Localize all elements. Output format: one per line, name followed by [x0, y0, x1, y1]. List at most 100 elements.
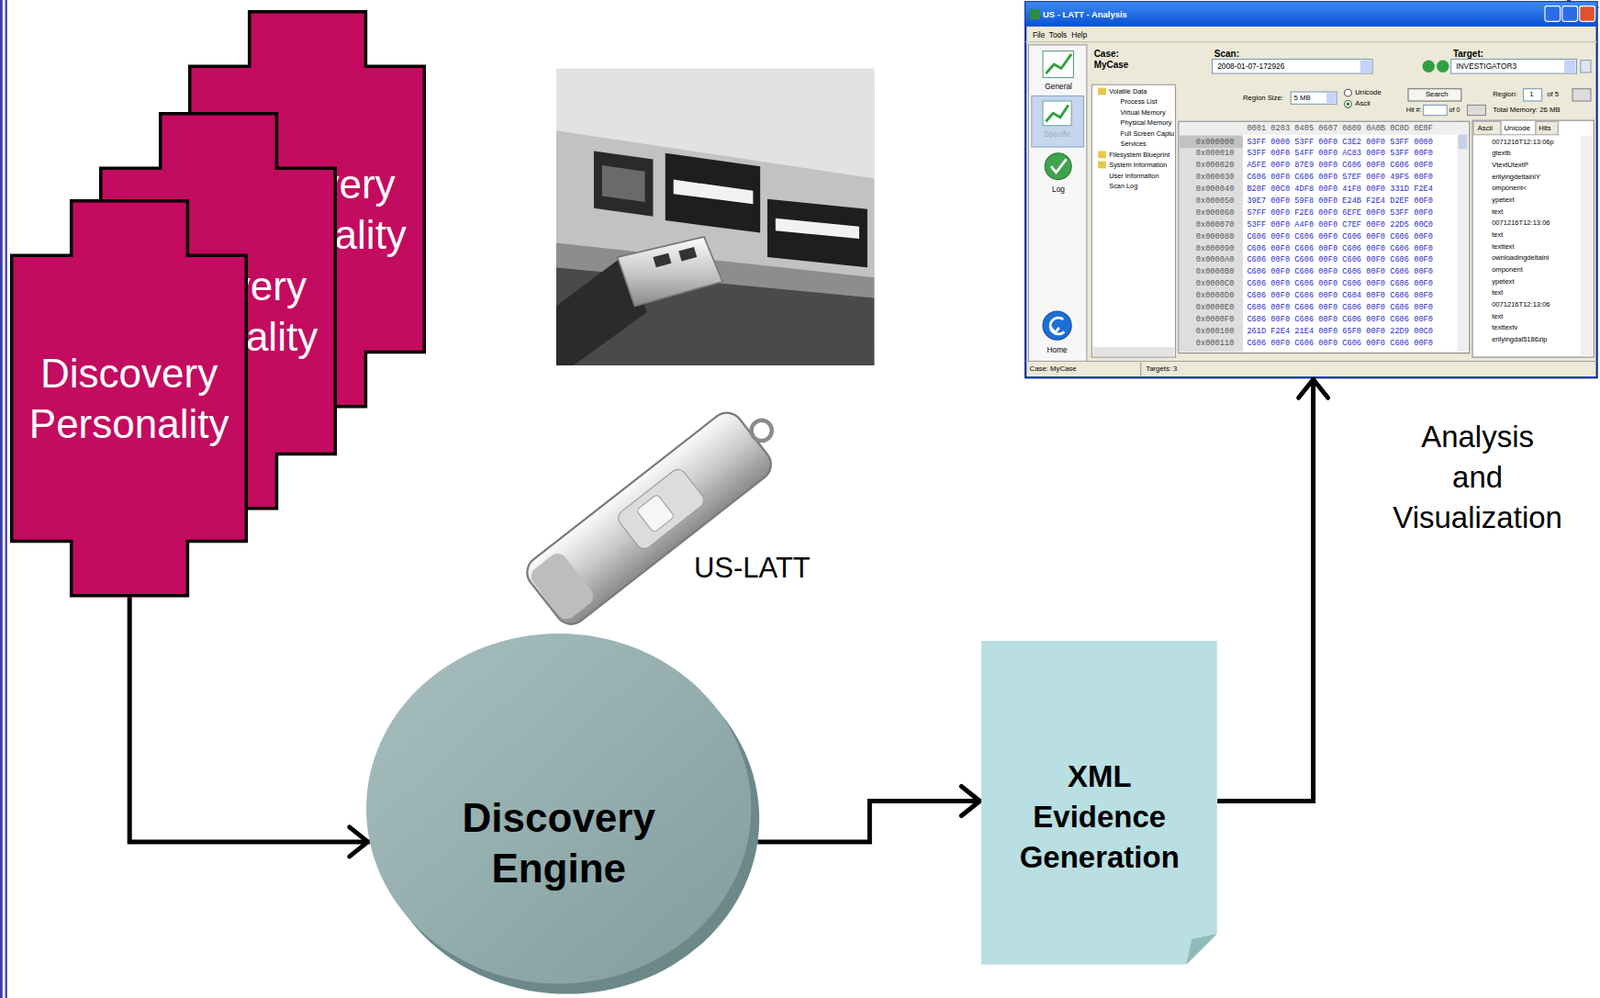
analysis-window-screenshot-part — [1422, 60, 1435, 73]
text-slot: Specific — [1043, 129, 1071, 137]
screen-text: System Information — [1108, 162, 1167, 169]
screen-text: 0x0000D0 — [1196, 291, 1235, 301]
analysis-window-screenshot-part — [1045, 54, 1072, 74]
text-slot: 53FF 00F0 54FF 00F0 AC83 00F0 53FF 00F0 — [1246, 149, 1433, 158]
screen-text: Tools — [1049, 31, 1067, 39]
connector-arrow — [129, 596, 370, 842]
analysis-window-screenshot-part — [1093, 346, 1175, 357]
document-fold — [1186, 933, 1218, 964]
screen-text: texttext — [1491, 243, 1514, 251]
text-slot: Volatile Data — [1108, 88, 1147, 95]
text-slot: 0071216T12:13:06 — [1491, 301, 1550, 309]
screen-text: C606 00F0 C606 00F0 C606 00F0 C606 00F0 — [1246, 244, 1433, 253]
screen-text: gtextb — [1491, 149, 1511, 157]
screen-text: Region Size: — [1242, 94, 1284, 102]
text-box: XML Evidence Generation — [993, 670, 1206, 965]
text-slot: 57FF 00F0 F2E6 00F0 6EFE 00F0 53FF 00F0 — [1246, 209, 1433, 218]
screen-text: 1 — [1529, 90, 1533, 99]
text-slot: text — [1491, 208, 1503, 216]
text-slot: Total Memory: 26 MB — [1492, 106, 1560, 114]
text-slot: 0x000000 — [1196, 137, 1235, 146]
text-slot: 0x000100 — [1196, 326, 1235, 336]
screen-text: text — [1491, 313, 1503, 321]
screen-text: Targets: 3 — [1145, 366, 1177, 374]
usb-flash-drive — [520, 393, 794, 631]
text-slot: File — [1032, 31, 1045, 39]
screen-text: Filesystem Blueprint — [1108, 151, 1170, 158]
screen-text: File — [1032, 31, 1045, 39]
text-slot: Full Screen Captu — [1120, 130, 1175, 137]
text-slot: Scan Log — [1108, 182, 1138, 190]
page-border — [0, 0, 8, 998]
text-slot: Process List — [1120, 99, 1158, 106]
text-slot: 0x000070 — [1196, 220, 1235, 229]
screen-text: 0x0000B0 — [1196, 268, 1235, 277]
screen-text: Volatile Data — [1108, 88, 1147, 95]
screen-text: Case: — [1094, 49, 1119, 59]
text-slot: C606 00F0 C606 00F0 C606 00F0 C606 00F0 — [1246, 232, 1433, 241]
screen-text: INVESTIGATOR3 — [1455, 62, 1517, 70]
usb-port-photo-part — [665, 153, 761, 234]
screen-text: 0x0000A0 — [1196, 256, 1235, 265]
screen-text: 0071216T12:13:06 — [1491, 301, 1550, 309]
screen-text: 0x0000C0 — [1196, 279, 1235, 289]
screen-text: text — [1491, 231, 1503, 239]
text-slot: INVESTIGATOR3 — [1455, 62, 1517, 70]
screen-text: of 0 — [1448, 106, 1460, 113]
text-slot: C606 00F0 C606 00F0 C606 00F0 C606 00F0 — [1246, 268, 1433, 277]
analysis-window-screenshot-part — [1042, 51, 1074, 79]
text-slot: 0x000110 — [1196, 338, 1235, 347]
text-slot: Services — [1120, 141, 1147, 148]
text-slot: C606 00F0 C606 00F0 C606 00F0 C606 00F0 — [1246, 303, 1433, 313]
text-slot: Hit #: — [1406, 106, 1422, 113]
connector-arrow — [757, 801, 982, 842]
text-slot: 53FF 0000 53FF 00F0 C3E2 00F0 53FF 0000 — [1246, 137, 1433, 146]
usb-port-photo-part — [652, 253, 672, 269]
screen-text: Ascii — [1354, 100, 1370, 108]
analysis-window-screenshot-part — [1097, 150, 1107, 158]
text-slot: Filesystem Blueprint — [1108, 151, 1170, 158]
analysis-window-screenshot-part — [1344, 100, 1353, 108]
screen-text: Virtual Memory — [1120, 109, 1166, 116]
analysis-window-screenshot-part — [1564, 60, 1576, 73]
text-slot: 53FF 00F0 A4F0 00F0 C7EF 00F0 22D5 00C0 — [1246, 220, 1433, 229]
text-slot: Target: — [1453, 49, 1484, 59]
usb-flash-drive-part-part — [636, 493, 675, 533]
screen-text: ownloadingdeltaini — [1491, 254, 1549, 262]
document-page — [981, 640, 1218, 964]
analysis-window-screenshot-part — [1344, 89, 1353, 97]
text-slot: Scan: — [1214, 49, 1240, 59]
screen-text: 5 MB — [1294, 94, 1311, 102]
analysis-window-screenshot-part — [1562, 6, 1578, 23]
text-slot: Ascii — [1354, 100, 1370, 108]
text-slot: 2008-01-07-172926 — [1217, 62, 1285, 70]
analysis-window-screenshot-part — [1360, 60, 1372, 73]
usb-port-photo-part — [617, 236, 723, 307]
text-slot: A5FE 00F0 87E9 00F0 C606 00F0 C606 00F0 — [1246, 161, 1433, 170]
analysis-window-screenshot-part — [1579, 6, 1596, 23]
analysis-window-screenshot-part — [1326, 92, 1336, 103]
text-slot: Physical Memory — [1120, 120, 1173, 127]
screen-text: Full Screen Captu — [1120, 130, 1175, 137]
personality-shape-outline — [10, 199, 248, 598]
analysis-window-screenshot-part — [1466, 104, 1486, 115]
screen-text: ypetext — [1491, 278, 1514, 286]
text-slot: VtextUtextP — [1491, 161, 1529, 169]
text-slot: User Information — [1108, 172, 1159, 180]
analysis-window-screenshot-part — [1580, 60, 1591, 73]
text-slot: 0x0000C0 — [1196, 279, 1235, 289]
text-slot: Virtual Memory — [1120, 109, 1166, 116]
text-slot: ypetext — [1491, 196, 1514, 204]
text-slot: C606 00F0 C606 00F0 C606 00F0 C606 00F0 — [1246, 256, 1433, 265]
screen-text: Scan Log — [1108, 182, 1138, 190]
text-slot: Case: MyCase — [1029, 366, 1077, 374]
screen-text: 0x0000F0 — [1196, 315, 1235, 325]
screen-text: 2008-01-07-172926 — [1217, 62, 1285, 70]
text-slot: of 5 — [1546, 90, 1559, 99]
screen-text: Search — [1425, 90, 1449, 99]
usb-flash-drive-part-part — [520, 405, 778, 630]
screen-text: C606 00F0 C606 00F0 C606 00F0 C606 00F0 — [1246, 268, 1433, 277]
screen-text: 53FF 0000 53FF 00F0 C3E2 00F0 53FF 0000 — [1246, 137, 1433, 146]
